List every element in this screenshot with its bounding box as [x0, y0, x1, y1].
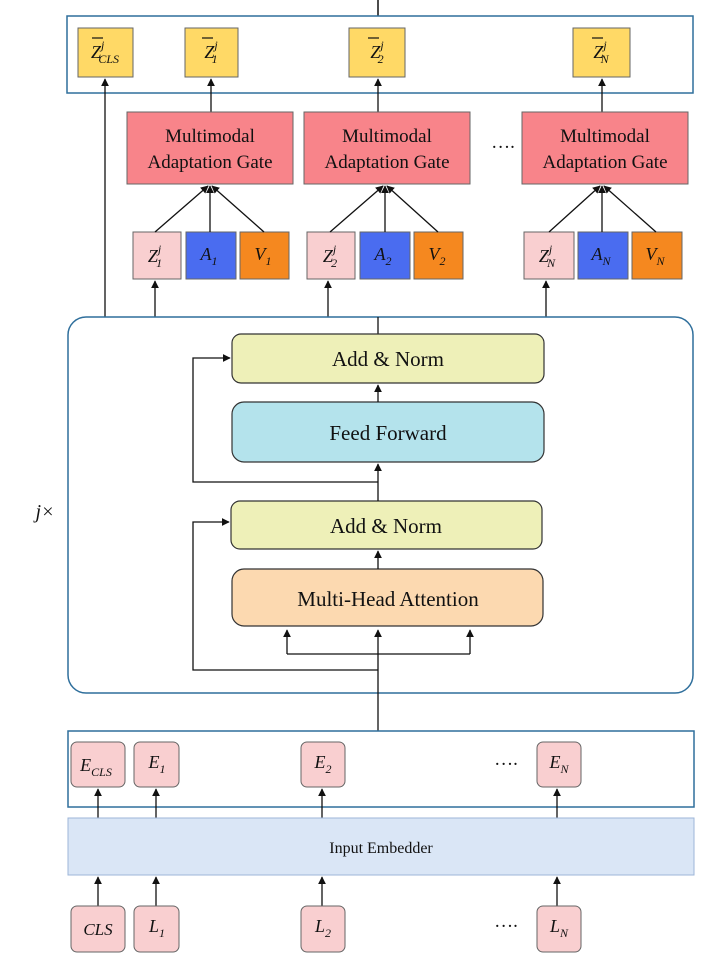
z-token-1 [132, 231, 182, 280]
v-token-1 [239, 231, 290, 280]
arrows-inputs-to-gate-2 [329, 185, 439, 233]
input-embedder: Input Embedder [67, 817, 695, 876]
gate-2-line1: Multimodal [342, 126, 432, 147]
z-token-n [523, 231, 575, 280]
a-token-n [577, 231, 629, 280]
input-token-1-label: L1 [148, 916, 165, 940]
adaptation-gate-n: Multimodal Adaptation Gate [521, 111, 689, 185]
embedding-n-label: EN [548, 752, 569, 776]
adaptation-gate-1: Multimodal Adaptation Gate [126, 111, 294, 185]
gate-ellipsis: …. [491, 132, 515, 153]
repeat-label: j× [32, 501, 54, 523]
multi-head-attention-block: Multi-Head Attention [231, 568, 544, 627]
adaptation-gate-2: Multimodal Adaptation Gate [303, 111, 471, 185]
embedding-frame [67, 730, 695, 808]
input-token-n: LN [536, 905, 582, 953]
input-embedder-label: Input Embedder [329, 840, 433, 857]
arrows-inputs-to-gate-1 [154, 185, 265, 233]
embedding-2: E2 [300, 741, 346, 788]
v-token-1-label: V1 [255, 244, 272, 268]
residual-ff [192, 354, 378, 483]
residual-attn [192, 518, 378, 671]
add-norm-top-label: Add & Norm [332, 347, 444, 371]
gate-n-line1: Multimodal [560, 126, 650, 147]
a-token-1 [185, 231, 237, 280]
add-norm-top: Add & Norm [231, 333, 545, 384]
gate-2-line2: Adaptation Gate [324, 152, 449, 173]
input-token-cls-label: CLS [83, 920, 113, 939]
transformer-frame [67, 316, 694, 694]
embedding-ellipsis: …. [494, 749, 518, 770]
attention-label: Multi-Head Attention [297, 587, 479, 611]
input-token-2-label: L2 [314, 916, 331, 940]
add-norm-bottom: Add & Norm [230, 500, 543, 550]
input-token-cls: CLS [70, 905, 126, 953]
output-frame [66, 15, 694, 94]
feed-forward-block: Feed Forward [231, 401, 545, 463]
embedding-n: EN [536, 741, 582, 788]
a-token-1-label: A1 [200, 244, 218, 268]
input-token-1: L1 [133, 905, 180, 953]
embedding-1: E1 [133, 741, 180, 788]
input-token-2: L2 [300, 905, 346, 953]
arrows-inputs-to-gate-n [548, 185, 657, 233]
embedding-2-label: E2 [314, 752, 332, 776]
feed-forward-label: Feed Forward [329, 421, 447, 445]
a-token-n-label: AN [590, 244, 611, 268]
embedding-cls-label: ECLS [79, 755, 112, 779]
token-ellipsis: …. [494, 911, 518, 932]
gate-1-line1: Multimodal [165, 126, 255, 147]
gate-n-line2: Adaptation Gate [542, 152, 667, 173]
input-token-n-label: LN [549, 916, 569, 940]
embedding-1-label: E1 [148, 752, 166, 776]
add-norm-bottom-label: Add & Norm [330, 514, 442, 538]
v-token-n-label: VN [645, 244, 665, 268]
a-token-2-label: A2 [374, 244, 392, 268]
v-token-2 [413, 231, 464, 280]
v-token-2-label: V2 [429, 244, 446, 268]
z-token-2 [306, 231, 356, 280]
v-token-n [631, 231, 683, 280]
gate-1-line2: Adaptation Gate [147, 152, 272, 173]
embedding-cls: ECLS [70, 741, 126, 788]
